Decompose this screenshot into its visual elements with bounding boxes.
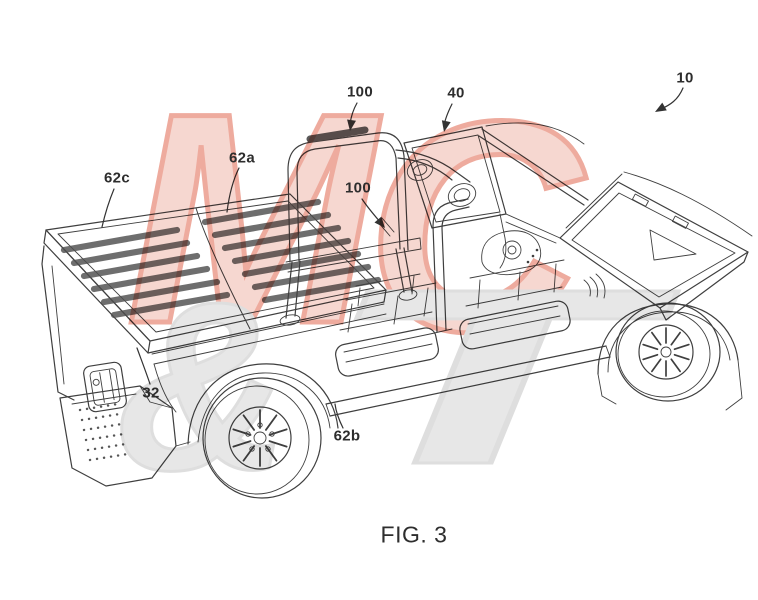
bed-cover	[43, 193, 387, 413]
cab-floor	[325, 198, 611, 417]
ref-label-62a: 62a	[229, 149, 255, 167]
ref-label-62b: 62b	[333, 427, 361, 445]
ref-label-10: 10	[676, 69, 694, 87]
rear-body	[41, 245, 191, 487]
figure-caption: FIG. 3	[380, 521, 448, 548]
leader-lines	[101, 87, 684, 429]
roll-cage	[279, 126, 477, 326]
windshield-frame	[403, 122, 589, 244]
ref-label-100-mid: 100	[345, 179, 371, 197]
hood	[559, 171, 753, 321]
ref-label-62c: 62c	[104, 169, 130, 187]
ref-label-100-top: 100	[347, 83, 373, 101]
front-wheel	[597, 302, 743, 411]
ref-label-32: 32	[142, 384, 160, 402]
rear-wheel	[187, 363, 339, 499]
ref-label-40: 40	[447, 84, 465, 102]
